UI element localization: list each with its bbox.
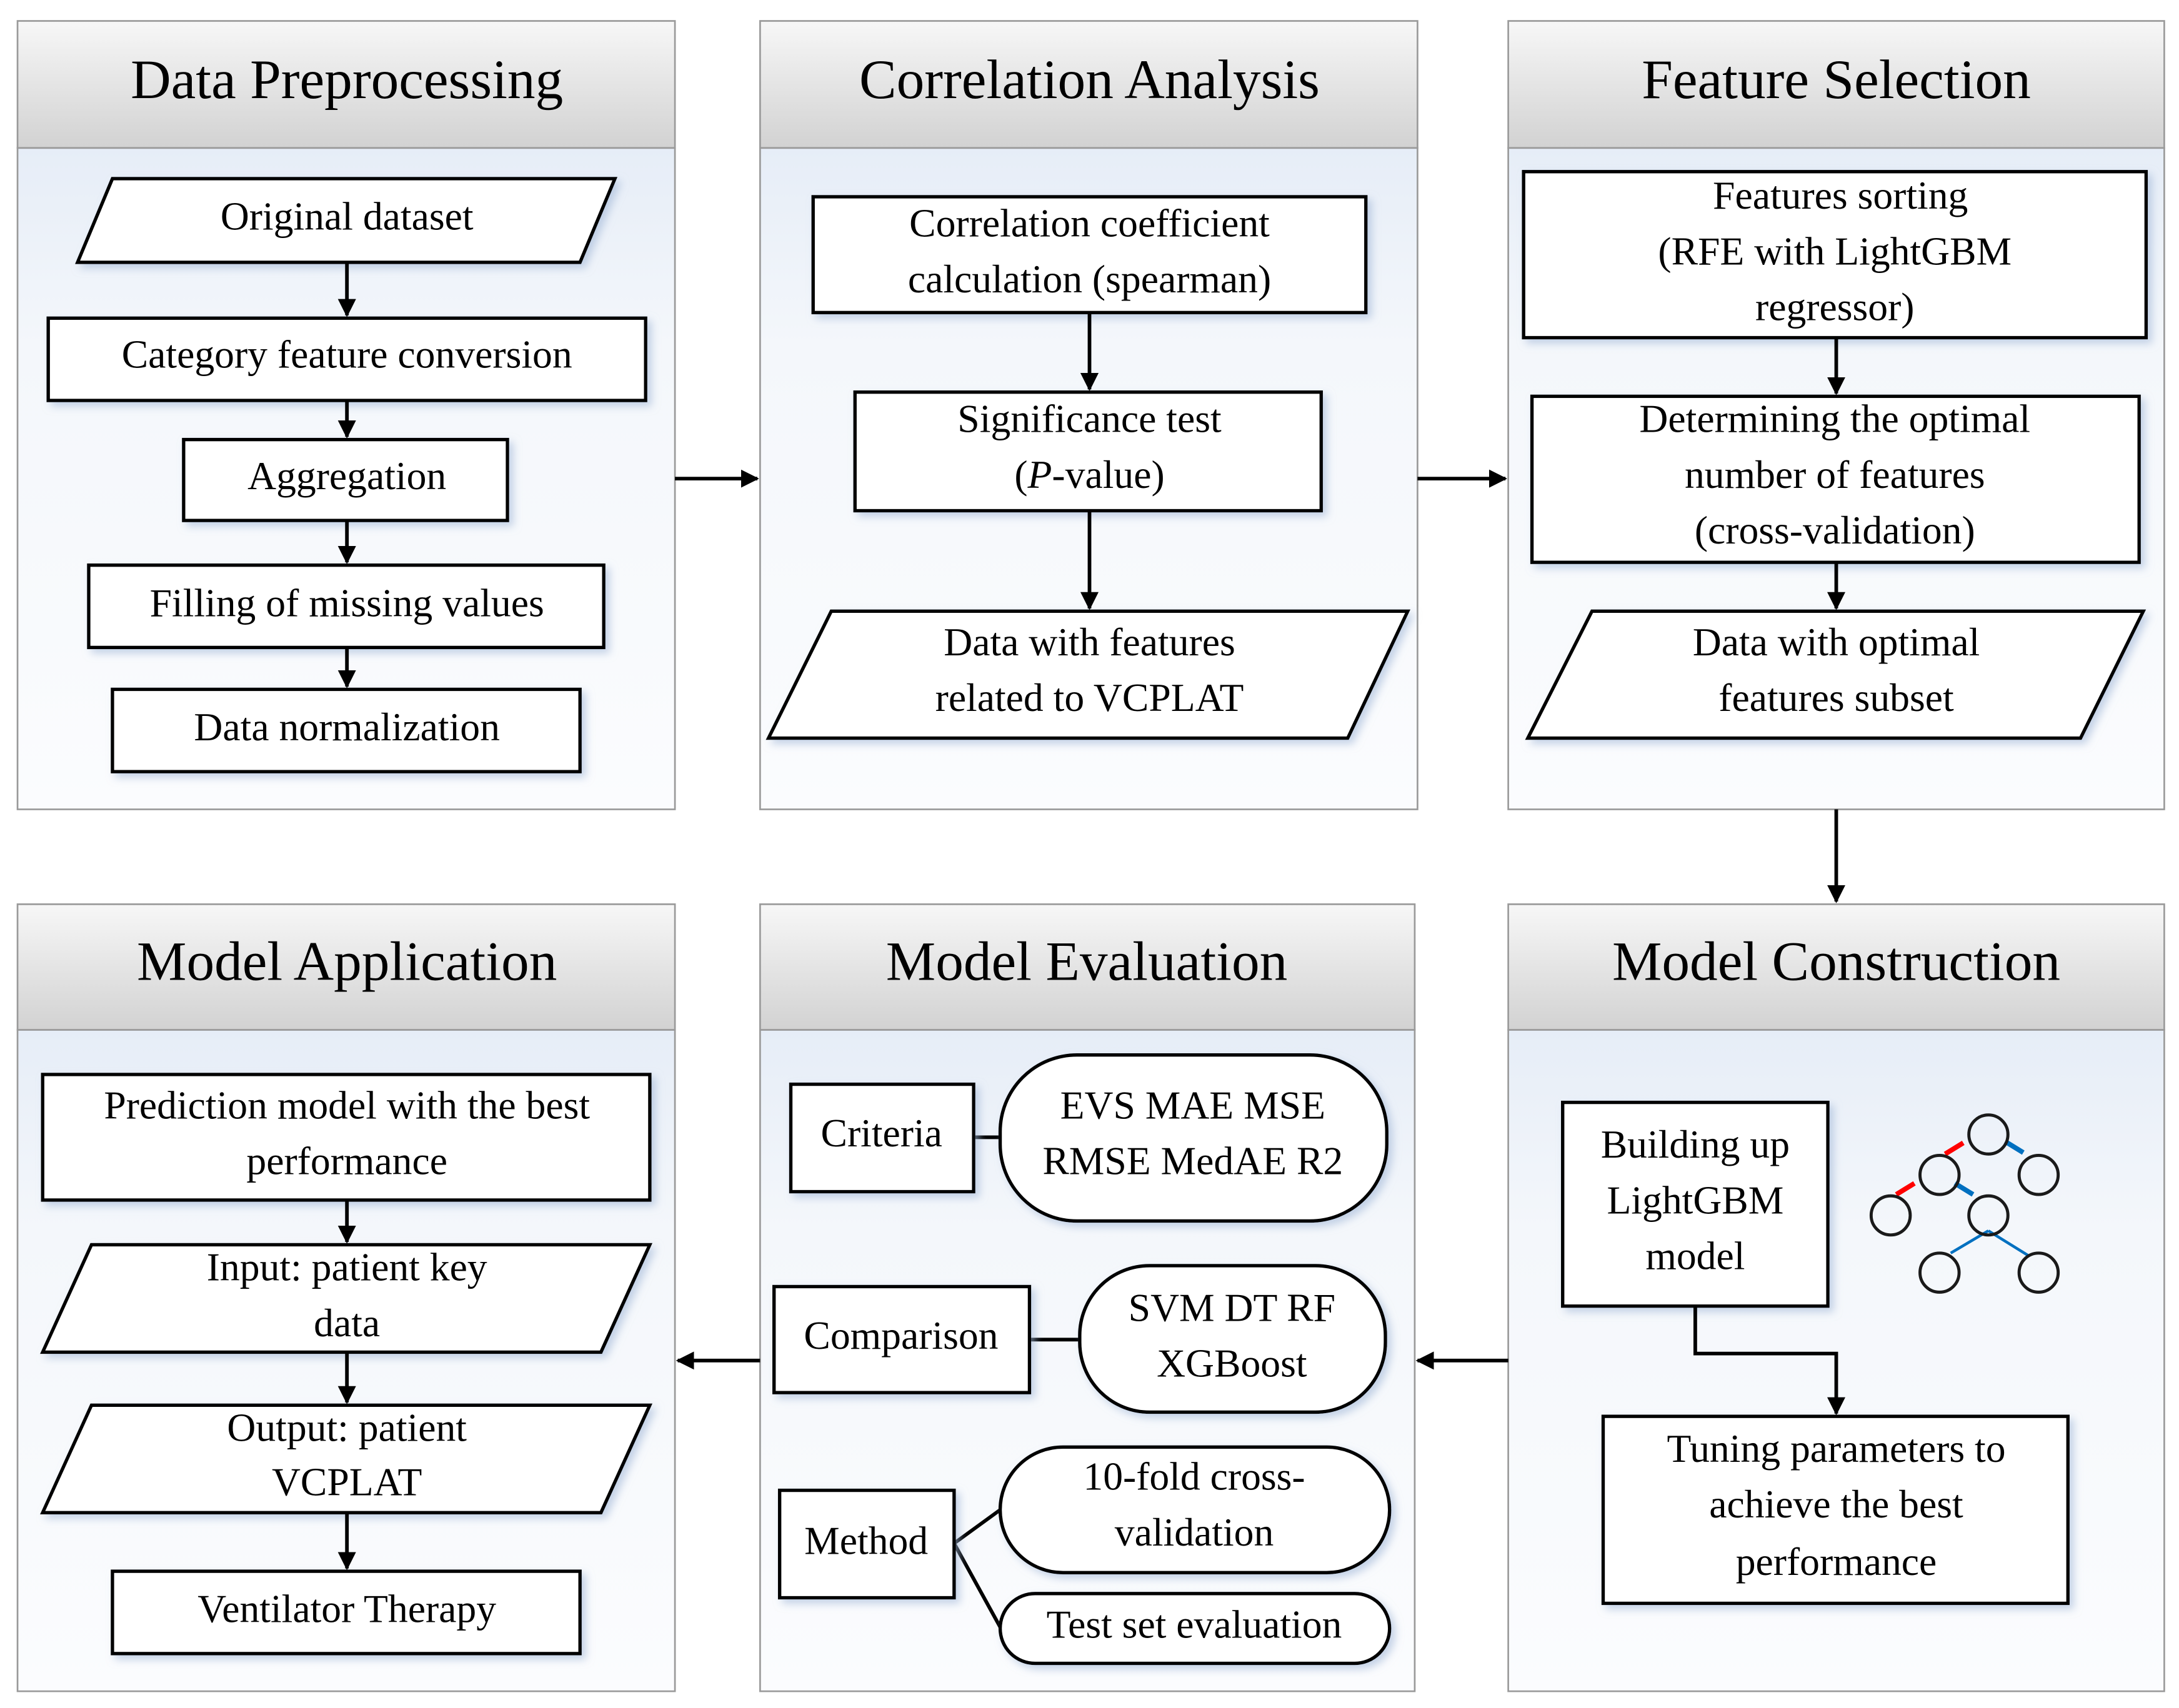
- node-label: Features sorting: [1713, 173, 1968, 217]
- selection-flow: Features sorting (RFE with LightGBM regr…: [1522, 170, 2148, 740]
- features-data-node: [765, 609, 1411, 740]
- tuning-node: [1601, 1414, 2070, 1606]
- panel-title: Data Preprocessing: [131, 49, 563, 111]
- node-label: Test set evaluation: [1047, 1602, 1342, 1646]
- node-label: Ventilator Therapy: [197, 1587, 496, 1631]
- node-label: calculation (spearman): [908, 257, 1271, 301]
- method-node: [777, 1488, 956, 1600]
- node-label: Aggregation: [247, 454, 446, 498]
- node-label: (RFE with LightGBM: [1658, 229, 2012, 273]
- category-conversion-node: [46, 316, 647, 402]
- panel-title: Feature Selection: [1642, 49, 2031, 111]
- node-label: Correlation coefficient: [909, 201, 1270, 246]
- input-node: [40, 1243, 653, 1354]
- node-label: performance: [246, 1139, 447, 1183]
- node-label: achieve the best: [1709, 1482, 1963, 1526]
- original-dataset-node: [75, 177, 618, 264]
- normalization-node: [111, 687, 582, 773]
- node-label: model: [1645, 1234, 1745, 1278]
- construction-flow: Building up LightGBM model Tuning parame…: [1561, 1100, 2070, 1606]
- node-label: SVM DT RF: [1129, 1285, 1335, 1329]
- node-label: Filling of missing values: [150, 580, 544, 625]
- cross-validation-node: [998, 1445, 1392, 1575]
- test-set-node: [998, 1592, 1392, 1666]
- panel-title: Correlation Analysis: [859, 49, 1320, 111]
- comparison-node: [772, 1284, 1032, 1394]
- node-label: Data normalization: [194, 705, 500, 749]
- node-label: 10-fold cross-: [1083, 1454, 1305, 1499]
- optimal-number-node: [1530, 394, 2141, 564]
- node-label: Data with features: [944, 620, 1235, 664]
- correlation-flow: Correlation coefficient calculation (spe…: [765, 195, 1411, 740]
- node-label: (cross-validation): [1695, 508, 1975, 552]
- aggregation-node: [182, 437, 509, 522]
- node-label: (P-value): [1014, 452, 1164, 497]
- node-label: Tuning parameters to: [1667, 1426, 2005, 1471]
- node-label: Data with optimal: [1693, 620, 1980, 664]
- node-label: Building up: [1601, 1122, 1790, 1166]
- node-label: regressor): [1755, 285, 1914, 329]
- node-label: Category feature conversion: [122, 332, 572, 377]
- node-label: data: [314, 1301, 380, 1345]
- criteria-metrics-node: [998, 1053, 1389, 1223]
- node-label: Determining the optimal: [1639, 396, 2030, 440]
- node-label: Comparison: [804, 1313, 998, 1358]
- best-model-node: [41, 1073, 652, 1202]
- node-label: performance: [1736, 1539, 1937, 1584]
- node-label: EVS MAE MSE: [1060, 1083, 1325, 1127]
- optimal-subset-node: [1525, 609, 2147, 740]
- node-label: Method: [804, 1518, 928, 1562]
- panel-title: Model Evaluation: [886, 930, 1288, 992]
- application-flow: Prediction model with the best performan…: [40, 1073, 653, 1656]
- output-node: [40, 1403, 653, 1514]
- node-label: Criteria: [820, 1111, 942, 1155]
- node-label: number of features: [1685, 452, 1985, 497]
- node-label: XGBoost: [1157, 1341, 1307, 1386]
- build-model-node: [1561, 1100, 1830, 1308]
- criteria-node: [789, 1082, 975, 1194]
- decision-tree-icon: [1869, 1113, 2060, 1294]
- panel-arrows: [675, 469, 1846, 1370]
- ventilator-therapy-node: [111, 1569, 582, 1656]
- evaluation-flow: Criteria EVS MAE MSE RMSE MedAE R2 Compa…: [772, 1053, 1392, 1666]
- panel-title: Model Construction: [1612, 930, 2060, 992]
- node-label: validation: [1115, 1510, 1274, 1554]
- node-label: Input: patient key: [207, 1244, 487, 1289]
- node-label: LightGBM: [1607, 1178, 1783, 1222]
- coefficient-node: [811, 195, 1368, 315]
- node-label: Output: patient: [227, 1405, 467, 1449]
- preprocessing-flow: Original dataset Category feature conver…: [46, 177, 647, 773]
- panel-title: Model Application: [137, 930, 557, 992]
- node-label: VCPLAT: [272, 1459, 422, 1504]
- node-label: related to VCPLAT: [935, 675, 1244, 720]
- node-label: Original dataset: [221, 194, 474, 239]
- comparison-models-node: [1078, 1264, 1387, 1414]
- node-label: Prediction model with the best: [104, 1083, 590, 1127]
- node-label: features subset: [1718, 675, 1954, 720]
- node-label: Significance test: [957, 396, 1222, 440]
- node-label: RMSE MedAE R2: [1042, 1139, 1343, 1183]
- missing-values-node: [87, 563, 606, 650]
